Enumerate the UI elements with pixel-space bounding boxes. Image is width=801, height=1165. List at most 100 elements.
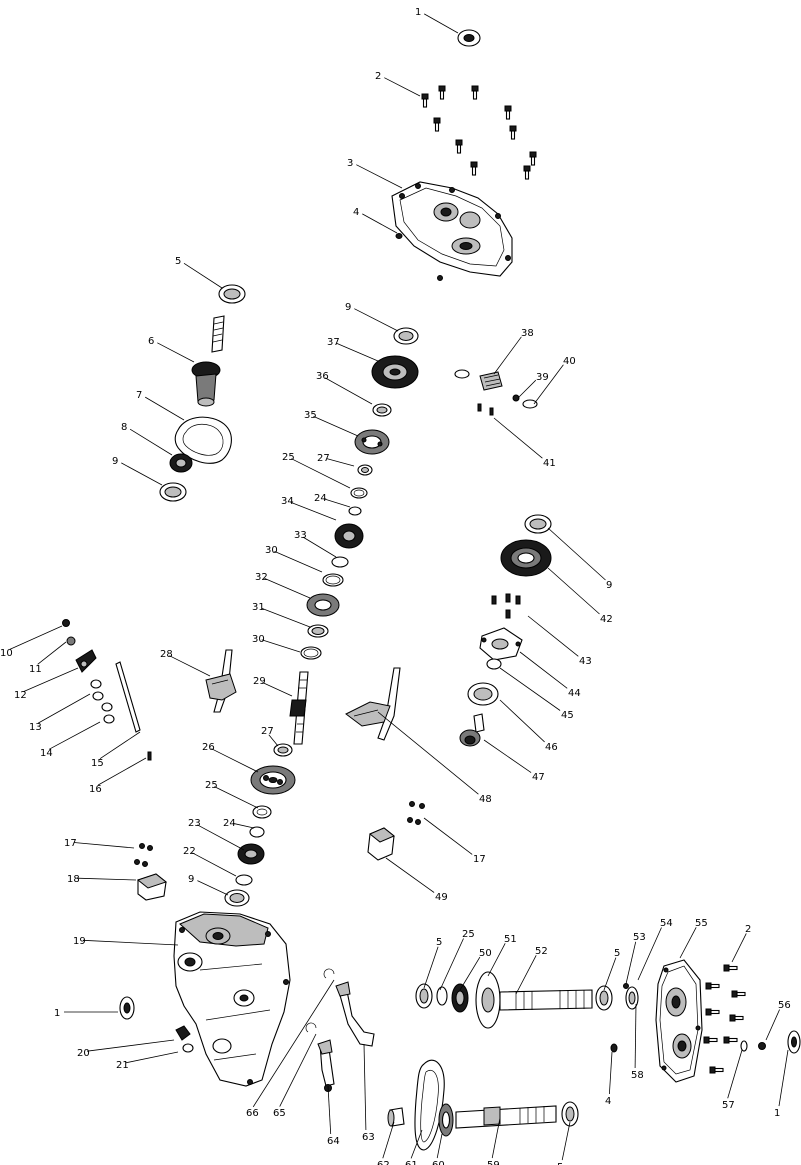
part-lever-63 bbox=[335, 981, 375, 1047]
leader-line bbox=[483, 739, 532, 773]
callout-number: 5 bbox=[436, 937, 442, 948]
callout-c9d: 9 bbox=[547, 527, 612, 591]
callout-c27b: 27 bbox=[261, 726, 279, 747]
leader-line bbox=[354, 308, 399, 332]
part-seal-top bbox=[457, 29, 481, 47]
part-plug-20 bbox=[175, 1025, 191, 1041]
callout-c46: 46 bbox=[499, 699, 558, 753]
part-oring-14 bbox=[101, 702, 115, 724]
callout-c5d: 5 bbox=[557, 1121, 571, 1165]
part-gear-35 bbox=[354, 429, 390, 455]
callout-number: 14 bbox=[40, 748, 53, 759]
part-shift-fork-48 bbox=[345, 667, 401, 741]
callout-number: 9 bbox=[188, 874, 194, 885]
callout-c1a: 1 bbox=[415, 7, 459, 34]
part-bearing-9-left bbox=[159, 482, 187, 502]
leader-line bbox=[49, 721, 101, 750]
part-clips-66 bbox=[323, 968, 335, 979]
leader-line bbox=[609, 1051, 613, 1095]
callout-number: 1 bbox=[54, 1008, 60, 1019]
callout-number: 20 bbox=[77, 1048, 90, 1059]
leader-line bbox=[183, 262, 223, 289]
callout-number: 16 bbox=[89, 784, 102, 795]
callout-c28: 28 bbox=[160, 649, 211, 677]
part-ball-10 bbox=[62, 619, 70, 627]
leader-line bbox=[169, 655, 211, 677]
part-gear-23 bbox=[237, 843, 265, 865]
callout-number: 17 bbox=[64, 838, 77, 849]
callout-number: 52 bbox=[535, 946, 548, 957]
part-block-49 bbox=[367, 827, 395, 861]
callout-number: 25 bbox=[205, 780, 218, 791]
leader-line bbox=[323, 498, 351, 508]
callout-number: 47 bbox=[532, 772, 545, 783]
part-ring-45 bbox=[486, 658, 502, 670]
part-block-18 bbox=[136, 873, 168, 901]
part-pinion-34 bbox=[334, 523, 364, 549]
callout-number: 27 bbox=[261, 726, 274, 737]
part-sprocket-8 bbox=[169, 453, 193, 473]
callout-c24b: 24 bbox=[223, 818, 255, 829]
callout-c43: 43 bbox=[527, 615, 592, 667]
callout-c27a: 27 bbox=[317, 453, 355, 467]
leader-line bbox=[362, 213, 398, 234]
callout-number: 21 bbox=[116, 1060, 129, 1071]
callout-number: 35 bbox=[304, 410, 317, 421]
callout-number: 25 bbox=[282, 452, 295, 463]
callout-c39: 39 bbox=[517, 372, 549, 399]
part-bearing-9-center bbox=[393, 327, 419, 345]
callout-number: 40 bbox=[563, 356, 576, 367]
part-bolts-top bbox=[421, 85, 537, 180]
callout-number: 38 bbox=[521, 328, 534, 339]
callout-c62: 62 bbox=[377, 1121, 395, 1165]
callout-c5a: 5 bbox=[175, 256, 223, 289]
callout-number: 50 bbox=[479, 948, 492, 959]
part-shaft-29 bbox=[289, 671, 309, 745]
callout-number: 1 bbox=[774, 1108, 780, 1119]
callout-c25b: 25 bbox=[205, 780, 259, 809]
part-rod-15 bbox=[115, 661, 141, 733]
callout-number: 23 bbox=[188, 818, 201, 829]
part-clips-65 bbox=[305, 1022, 317, 1033]
callout-c9a: 9 bbox=[112, 456, 163, 486]
leader-line bbox=[125, 1051, 179, 1064]
part-seal-left bbox=[119, 996, 135, 1020]
callout-number: 33 bbox=[294, 530, 307, 541]
part-spring-11 bbox=[66, 636, 76, 646]
callout-number: 2 bbox=[375, 71, 381, 82]
callout-c17a: 17 bbox=[64, 838, 135, 849]
part-pins-17-left bbox=[134, 843, 153, 867]
part-pins-41 bbox=[477, 403, 494, 416]
part-chain-61 bbox=[414, 1059, 445, 1151]
part-bolts-43 bbox=[491, 593, 521, 619]
callout-c2b: 2 bbox=[731, 924, 751, 963]
callout-c30b: 30 bbox=[252, 634, 301, 653]
callout-c2a: 2 bbox=[375, 71, 421, 97]
callout-number: 9 bbox=[606, 580, 612, 591]
part-output-shaft-52 bbox=[499, 989, 593, 1011]
callout-number: 2 bbox=[745, 924, 751, 935]
callout-c1c: 1 bbox=[774, 1049, 789, 1119]
callout-c35: 35 bbox=[304, 410, 359, 437]
leader-line bbox=[99, 731, 141, 760]
leader-line bbox=[679, 927, 697, 959]
callout-c11: 11 bbox=[29, 641, 67, 675]
callout-c29: 29 bbox=[253, 676, 293, 697]
leader-line bbox=[410, 1129, 423, 1159]
part-oring-13 bbox=[90, 679, 104, 701]
part-washer-25b bbox=[252, 805, 272, 819]
callout-number: 12 bbox=[14, 690, 27, 701]
callout-number: 41 bbox=[543, 458, 556, 469]
leader-line bbox=[23, 667, 79, 692]
callout-number: 3 bbox=[347, 158, 353, 169]
leader-line bbox=[82, 939, 179, 946]
callout-c65: 65 bbox=[273, 1033, 317, 1119]
leader-line bbox=[356, 164, 403, 189]
callout-number: 45 bbox=[561, 710, 574, 721]
leader-line bbox=[436, 1133, 443, 1159]
part-shaft-59 bbox=[455, 1105, 557, 1129]
leader-line bbox=[547, 567, 600, 615]
callout-c9b: 9 bbox=[345, 302, 399, 332]
callout-c3: 3 bbox=[347, 158, 403, 189]
leader-line bbox=[487, 943, 506, 977]
